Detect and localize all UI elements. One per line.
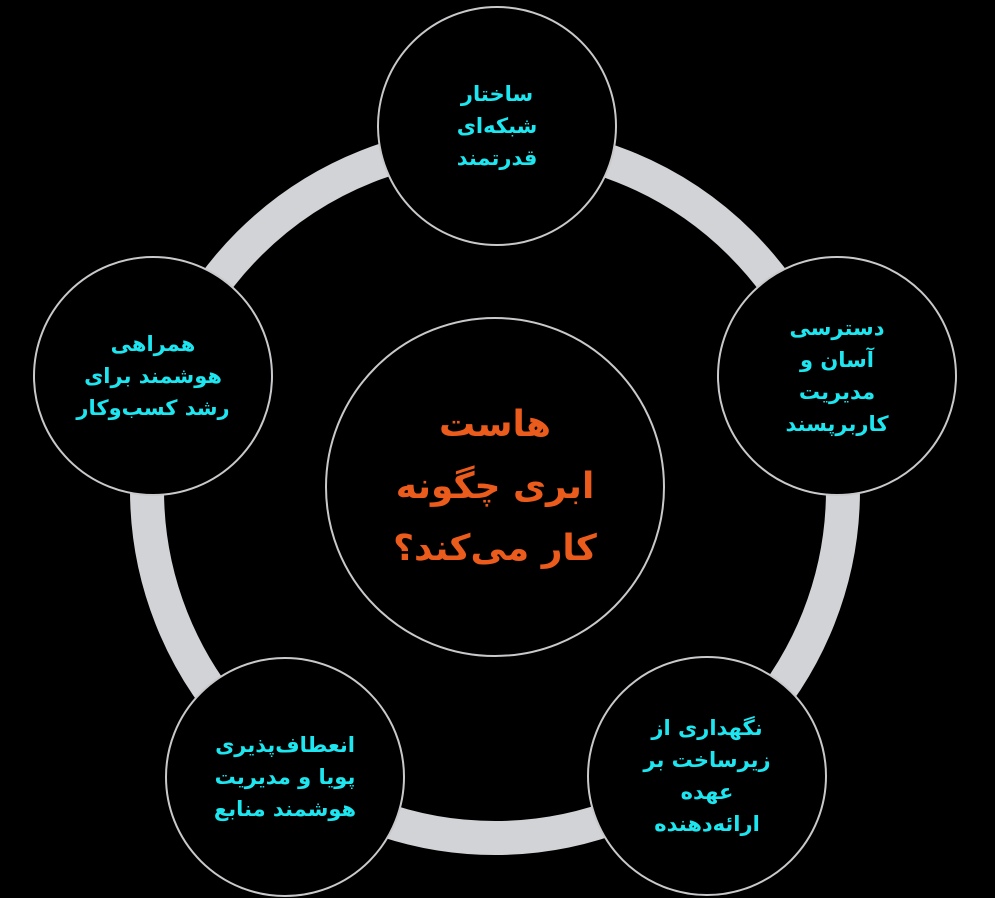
node-label: ساختار شبکه‌ای قدرتمند [456, 82, 538, 170]
node-network-structure: ساختار شبکه‌ای قدرتمند [377, 6, 617, 246]
center-title: هاست ابری چگونه کار می‌کند؟ [393, 404, 597, 569]
node-infrastructure-maintenance: نگهداری از زیرساخت بر عهده ارائه‌دهنده [587, 656, 827, 896]
node-label: دسترسی آسان و مدیریت کاربرپسند [785, 316, 889, 436]
node-label: همراهی هوشمند برای رشد کسب‌وکار [76, 332, 230, 420]
node-dynamic-flexibility: انعطاف‌پذیری پویا و مدیریت هوشمند منابع [165, 657, 405, 897]
node-easy-access: دسترسی آسان و مدیریت کاربرپسند [717, 256, 957, 496]
center-hub: هاست ابری چگونه کار می‌کند؟ [325, 317, 665, 657]
node-business-growth: همراهی هوشمند برای رشد کسب‌وکار [33, 256, 273, 496]
node-label: انعطاف‌پذیری پویا و مدیریت هوشمند منابع [213, 733, 357, 821]
node-label: نگهداری از زیرساخت بر عهده ارائه‌دهنده [643, 716, 771, 836]
